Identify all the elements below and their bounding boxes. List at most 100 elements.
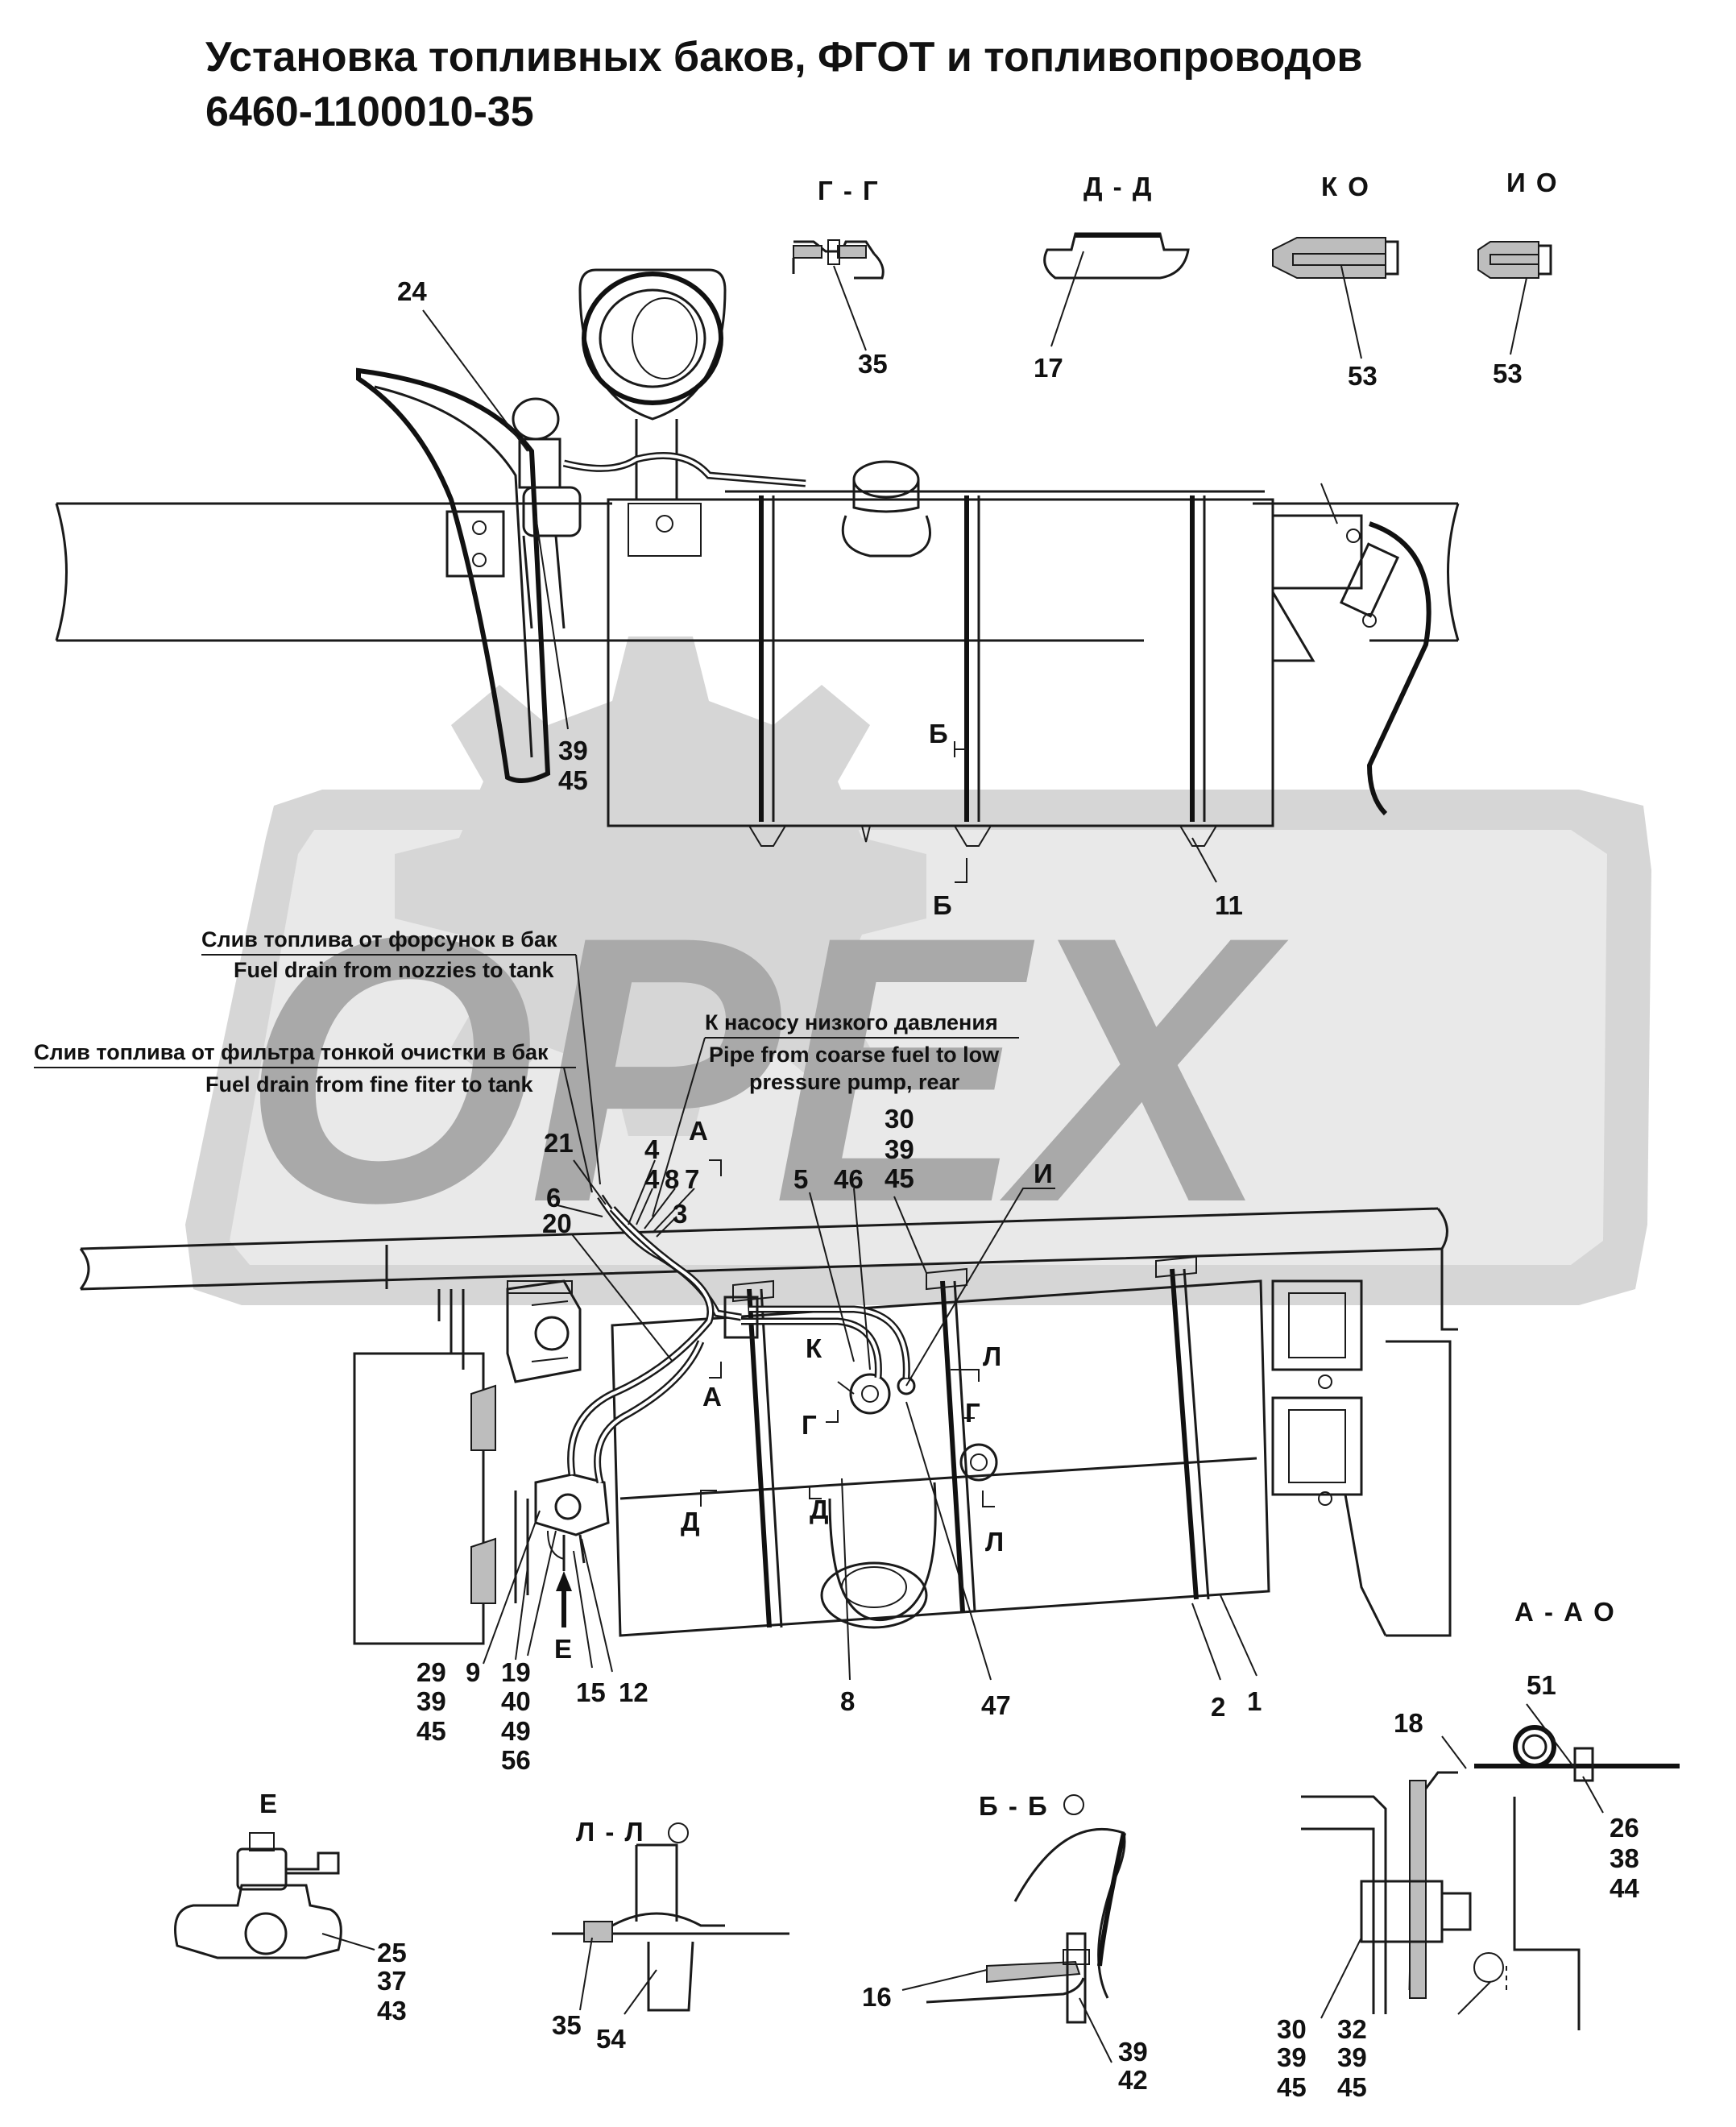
- callout-45-b: 45: [416, 1716, 446, 1746]
- callout-39-aa-2: 39: [1337, 2042, 1367, 2072]
- callout-42: 42: [1118, 2065, 1148, 2095]
- coarse-filter-plan: [506, 1279, 582, 1383]
- section-marker-g-right: Г: [965, 1398, 980, 1428]
- section-view-a-a: А - А О 51 18 26 38 44 30 39 45 32 39 45: [1277, 1597, 1680, 2102]
- callout-35-l: 35: [552, 2010, 582, 2040]
- callout-51: 51: [1527, 1670, 1556, 1700]
- callout-39: 39: [558, 736, 588, 765]
- callout-39-plan: 39: [885, 1134, 914, 1164]
- callout-16: 16: [862, 1982, 892, 2012]
- callout-2: 2: [1211, 1692, 1225, 1722]
- watermark-logo: OPEX: [185, 636, 1651, 1305]
- callout-43: 43: [377, 1996, 407, 2025]
- svg-text:Д - Д: Д - Д: [1083, 172, 1153, 201]
- callout-17: 17: [1034, 353, 1063, 383]
- view-e-detail: Е 25 37 43: [174, 1789, 407, 2025]
- callout-30-aa: 30: [1277, 2014, 1307, 2044]
- section-view-b-b: Б - Б 16 39 42: [862, 1791, 1148, 2095]
- svg-text:И О: И О: [1506, 168, 1559, 197]
- fine-filter-plan: [514, 1473, 610, 1603]
- callout-11: 11: [1215, 890, 1243, 920]
- section-marker-l-top: Л: [983, 1341, 1001, 1371]
- fine-filter-top: [512, 397, 806, 629]
- callout-9: 9: [466, 1657, 480, 1687]
- svg-text:Б - Б: Б - Б: [979, 1791, 1049, 1821]
- callout-20: 20: [542, 1209, 572, 1238]
- section-view-g-g: Г - Г 35: [792, 176, 888, 379]
- callout-40: 40: [501, 1686, 531, 1716]
- callout-5: 5: [793, 1164, 808, 1194]
- callout-26: 26: [1610, 1813, 1639, 1843]
- section-view-k-o: К О 53: [1272, 172, 1399, 391]
- callout-12: 12: [619, 1677, 648, 1707]
- section-marker-d-right: Д: [810, 1495, 829, 1524]
- callout-35: 35: [858, 349, 888, 379]
- svg-text:К О: К О: [1321, 172, 1370, 201]
- callout-7: 7: [685, 1164, 699, 1194]
- callout-37: 37: [377, 1966, 407, 1996]
- annotation-pump-en-2: pressure pump, rear: [749, 1070, 960, 1094]
- callout-38: 38: [1610, 1843, 1639, 1873]
- section-view-d-d: Д - Д 17: [1034, 172, 1190, 383]
- fuel-tank-plan: [611, 1255, 1270, 1637]
- callout-4: 4: [644, 1134, 660, 1164]
- callout-18: 18: [1394, 1708, 1423, 1738]
- callout-19: 19: [501, 1657, 531, 1687]
- annotation-pump-en-1: Pipe from coarse fuel to low: [709, 1043, 1000, 1067]
- drawing-number: 6460-1100010-35: [205, 89, 534, 135]
- callout-44: 44: [1610, 1873, 1639, 1903]
- svg-text:Е: Е: [259, 1789, 279, 1818]
- fuel-tank-side: [607, 460, 1274, 847]
- callout-49: 49: [501, 1716, 531, 1746]
- section-marker-d-left: Д: [681, 1507, 700, 1536]
- section-view-i-o: И О 53: [1477, 168, 1559, 388]
- callout-8-plan: 8: [840, 1686, 855, 1716]
- fuel-routing-annotations: Слив топлива от форсунок в бак Fuel drai…: [34, 927, 1019, 1217]
- watermark-text: OPEX: [242, 858, 1289, 1281]
- callout-53-k: 53: [1348, 361, 1378, 391]
- section-marker-b-top: Б: [929, 719, 948, 748]
- callout-29: 29: [416, 1657, 446, 1687]
- callout-30: 30: [885, 1104, 914, 1134]
- callout-3: 3: [673, 1199, 687, 1229]
- section-marker-a-bottom: А: [702, 1382, 722, 1412]
- callout-45-aa: 45: [1277, 2072, 1307, 2102]
- section-marker-l-bottom: Л: [985, 1527, 1004, 1557]
- section-marker-b-bottom: Б: [933, 890, 952, 920]
- callout-21: 21: [544, 1128, 574, 1158]
- page-title: Установка топливных баков, ФГОТ и топлив…: [205, 34, 1362, 81]
- annotation-drain-filter-en: Fuel drain from fine fiter to tank: [205, 1072, 534, 1097]
- callout-6: 6: [546, 1183, 561, 1213]
- section-marker-k: К: [806, 1333, 822, 1363]
- callout-8: 8: [665, 1164, 679, 1194]
- callout-24: 24: [397, 276, 427, 306]
- callout-45: 45: [558, 765, 588, 795]
- callout-39-aa: 39: [1277, 2042, 1307, 2072]
- annotation-drain-filter-ru: Слив топлива от фильтра тонкой очистки в…: [34, 1040, 549, 1064]
- section-marker-i: И: [1034, 1159, 1053, 1188]
- plan-view-assembly: А А К Г Г Л Л Д Д И Е 21 6 20 4 4 8 7 3 …: [79, 1104, 1458, 1775]
- annotation-pump-ru: К насосу низкого давления: [705, 1010, 998, 1034]
- section-marker-a-top: А: [689, 1116, 708, 1146]
- callout-32: 32: [1337, 2014, 1367, 2044]
- callout-39-b: 39: [416, 1686, 446, 1716]
- svg-text:А - А О: А - А О: [1514, 1597, 1616, 1627]
- callout-53-i: 53: [1493, 359, 1523, 388]
- section-marker-g-left: Г: [802, 1410, 817, 1440]
- callout-1: 1: [1247, 1686, 1262, 1716]
- callout-56: 56: [501, 1745, 531, 1775]
- svg-text:Л - Л: Л - Л: [576, 1817, 645, 1847]
- callout-4-second: 4: [644, 1164, 660, 1194]
- view-marker-e: Е: [554, 1634, 572, 1664]
- callout-25: 25: [377, 1938, 407, 1967]
- callout-46: 46: [834, 1164, 864, 1194]
- callout-45-aa-2: 45: [1337, 2072, 1367, 2102]
- callout-15: 15: [576, 1677, 606, 1707]
- callout-47: 47: [981, 1690, 1011, 1720]
- svg-text:Г - Г: Г - Г: [818, 176, 880, 205]
- annotation-drain-nozzles-ru: Слив топлива от форсунок в бак: [201, 927, 557, 952]
- callout-54: 54: [596, 2024, 626, 2054]
- callout-39-bb: 39: [1118, 2037, 1148, 2067]
